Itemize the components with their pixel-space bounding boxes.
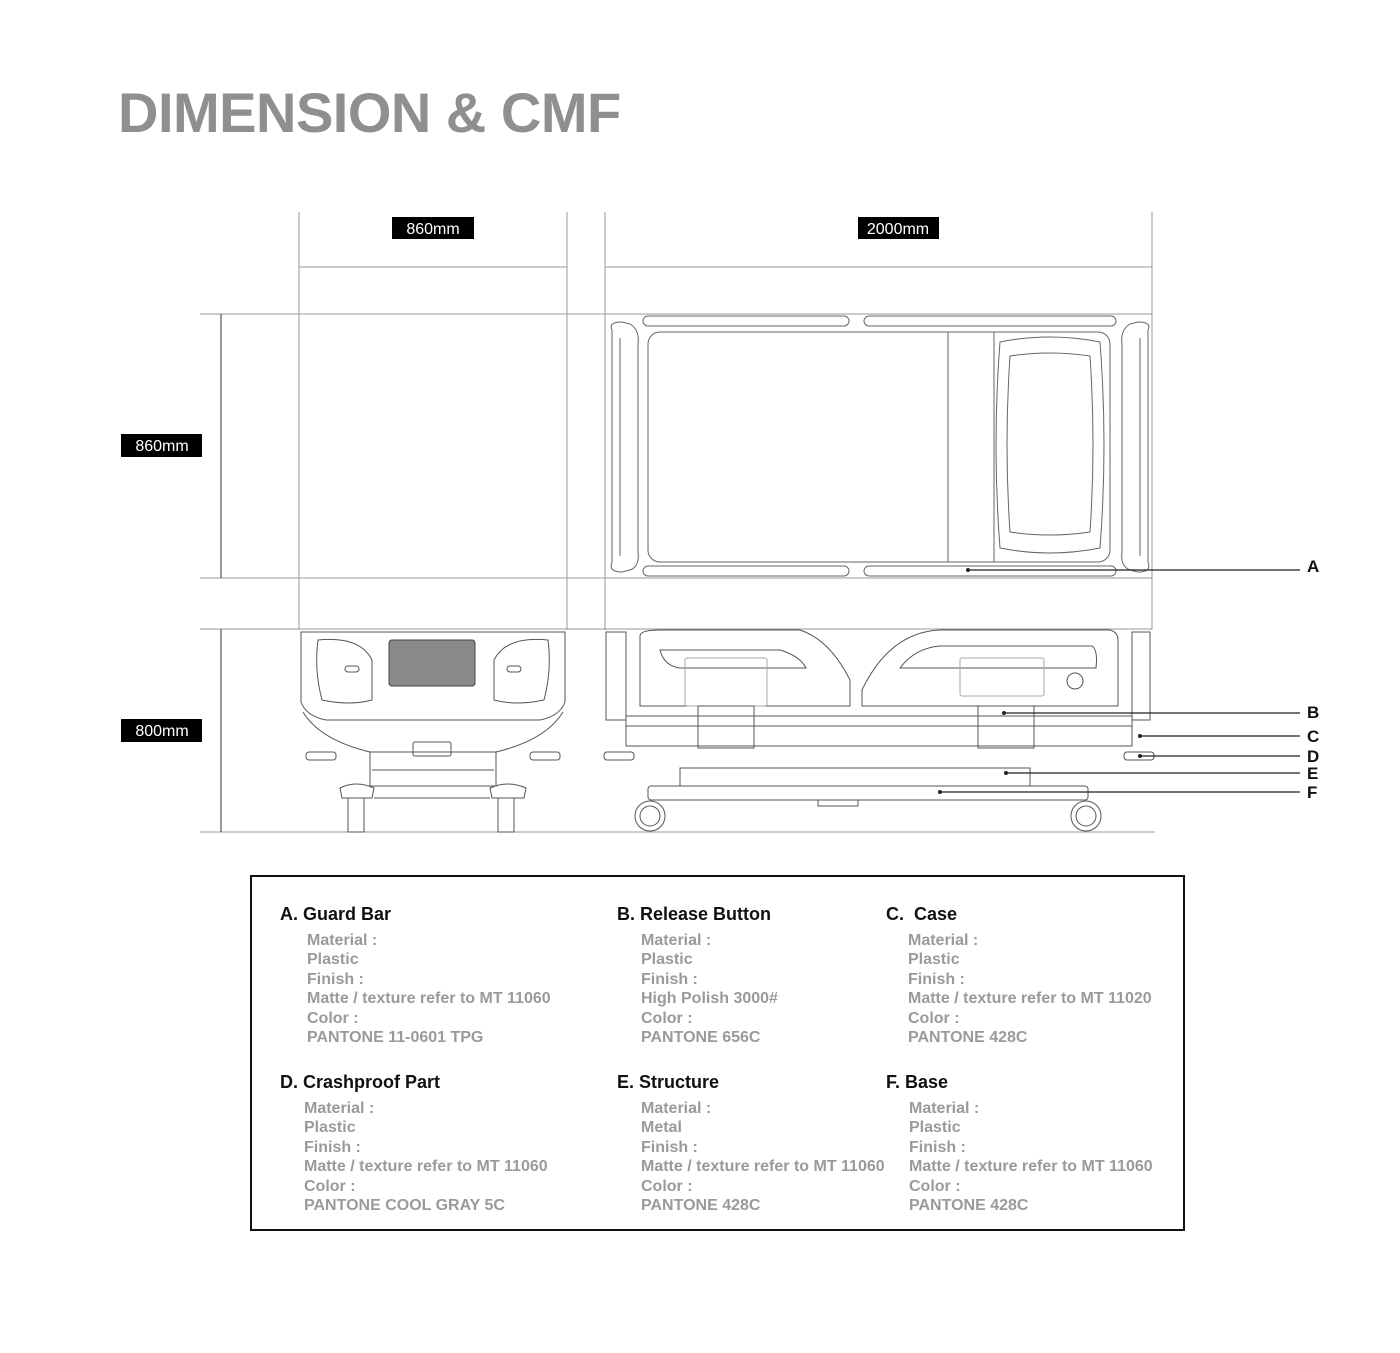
spec-crashproof-part: D. Crashproof Part Material : Plastic Fi… bbox=[280, 1072, 548, 1215]
spec-line: Matte / texture refer to MT 11060 bbox=[304, 1158, 548, 1176]
dimension-text: 860mm bbox=[406, 221, 459, 238]
spec-line: Finish : bbox=[909, 1138, 966, 1156]
spec-line: Finish : bbox=[641, 1138, 698, 1156]
spec-line: Finish : bbox=[307, 970, 364, 988]
spec-line: Plastic bbox=[908, 951, 960, 969]
spec-line: Matte / texture refer to MT 11060 bbox=[307, 990, 551, 1008]
dimension-grid bbox=[200, 212, 1155, 833]
spec-release-button: B. Release Button Material : Plastic Fin… bbox=[617, 904, 778, 1047]
spec-guard-bar: A. Guard Bar Material : Plastic Finish :… bbox=[280, 904, 551, 1047]
spec-line: Plastic bbox=[909, 1119, 961, 1137]
spec-line: PANTONE COOL GRAY 5C bbox=[304, 1197, 505, 1215]
spec-line: Color : bbox=[304, 1177, 356, 1195]
spec-title: D. Crashproof Part bbox=[280, 1072, 441, 1092]
dimension-label-side-length: 2000mm bbox=[858, 217, 939, 239]
spec-line: Matte / texture refer to MT 11060 bbox=[641, 1158, 885, 1176]
spec-line: Finish : bbox=[908, 970, 965, 988]
bed-front-view bbox=[300, 631, 566, 833]
spec-base: F. Base Material : Plastic Finish : Matt… bbox=[886, 1072, 1153, 1215]
page-title: DIMENSION & CMF bbox=[118, 81, 621, 144]
spec-line: Color : bbox=[641, 1009, 693, 1027]
callout-d: D bbox=[1307, 747, 1319, 766]
spec-line: Material : bbox=[641, 1100, 712, 1117]
callout-f: F bbox=[1307, 783, 1317, 802]
spec-title: A. Guard Bar bbox=[280, 904, 392, 924]
bed-side-view bbox=[603, 629, 1155, 832]
spec-line: Finish : bbox=[304, 1138, 361, 1156]
spec-line: PANTONE 428C bbox=[908, 1029, 1028, 1047]
callout-leaders bbox=[940, 569, 1300, 793]
cmf-spec-panel: A. Guard Bar Material : Plastic Finish :… bbox=[250, 875, 1185, 1231]
dimension-text: 2000mm bbox=[867, 221, 929, 238]
spec-line: PANTONE 428C bbox=[909, 1197, 1029, 1215]
bed-top-view bbox=[610, 315, 1150, 577]
spec-line: High Polish 3000# bbox=[641, 990, 778, 1008]
spec-line: Color : bbox=[909, 1177, 961, 1195]
spec-line: Color : bbox=[641, 1177, 693, 1195]
callout-c: C bbox=[1307, 727, 1319, 746]
spec-line: PANTONE 656C bbox=[641, 1029, 761, 1047]
spec-line: Material : bbox=[908, 932, 979, 949]
spec-line: Plastic bbox=[641, 951, 693, 969]
spec-line: Plastic bbox=[304, 1119, 356, 1137]
spec-line: Color : bbox=[908, 1009, 960, 1027]
spec-line: Finish : bbox=[641, 970, 698, 988]
spec-line: Material : bbox=[641, 932, 712, 949]
dimension-text: 860mm bbox=[135, 438, 188, 455]
dimension-label-top-depth: 860mm bbox=[121, 434, 202, 457]
spec-title: F. Base bbox=[886, 1072, 949, 1092]
bed-technical-drawing: 860mm 2000mm 860mm 800mm A B C D E F bbox=[121, 212, 1319, 833]
spec-line: Matte / texture refer to MT 11060 bbox=[909, 1158, 1153, 1176]
spec-line: Metal bbox=[641, 1119, 682, 1137]
callout-e: E bbox=[1307, 764, 1318, 783]
spec-line: Matte / texture refer to MT 11020 bbox=[908, 990, 1152, 1008]
spec-title: C. Case bbox=[886, 904, 958, 924]
spec-case: C. Case Material : Plastic Finish : Matt… bbox=[886, 904, 1152, 1047]
spec-line: Material : bbox=[307, 932, 378, 949]
spec-structure: E. Structure Material : Metal Finish : M… bbox=[617, 1072, 885, 1215]
spec-line: PANTONE 428C bbox=[641, 1197, 761, 1215]
dimension-label-front-width: 860mm bbox=[392, 217, 474, 239]
spec-line: PANTONE 11-0601 TPG bbox=[307, 1029, 484, 1047]
spec-title: B. Release Button bbox=[617, 904, 772, 924]
spec-line: Material : bbox=[909, 1100, 980, 1117]
dimension-label-height: 800mm bbox=[121, 719, 202, 742]
dimension-text: 800mm bbox=[135, 723, 188, 740]
callout-b: B bbox=[1307, 703, 1319, 722]
callout-a: A bbox=[1307, 557, 1319, 576]
spec-line: Material : bbox=[304, 1100, 375, 1117]
spec-line: Color : bbox=[307, 1009, 359, 1027]
spec-line: Plastic bbox=[307, 951, 359, 969]
spec-title: E. Structure bbox=[617, 1072, 720, 1092]
